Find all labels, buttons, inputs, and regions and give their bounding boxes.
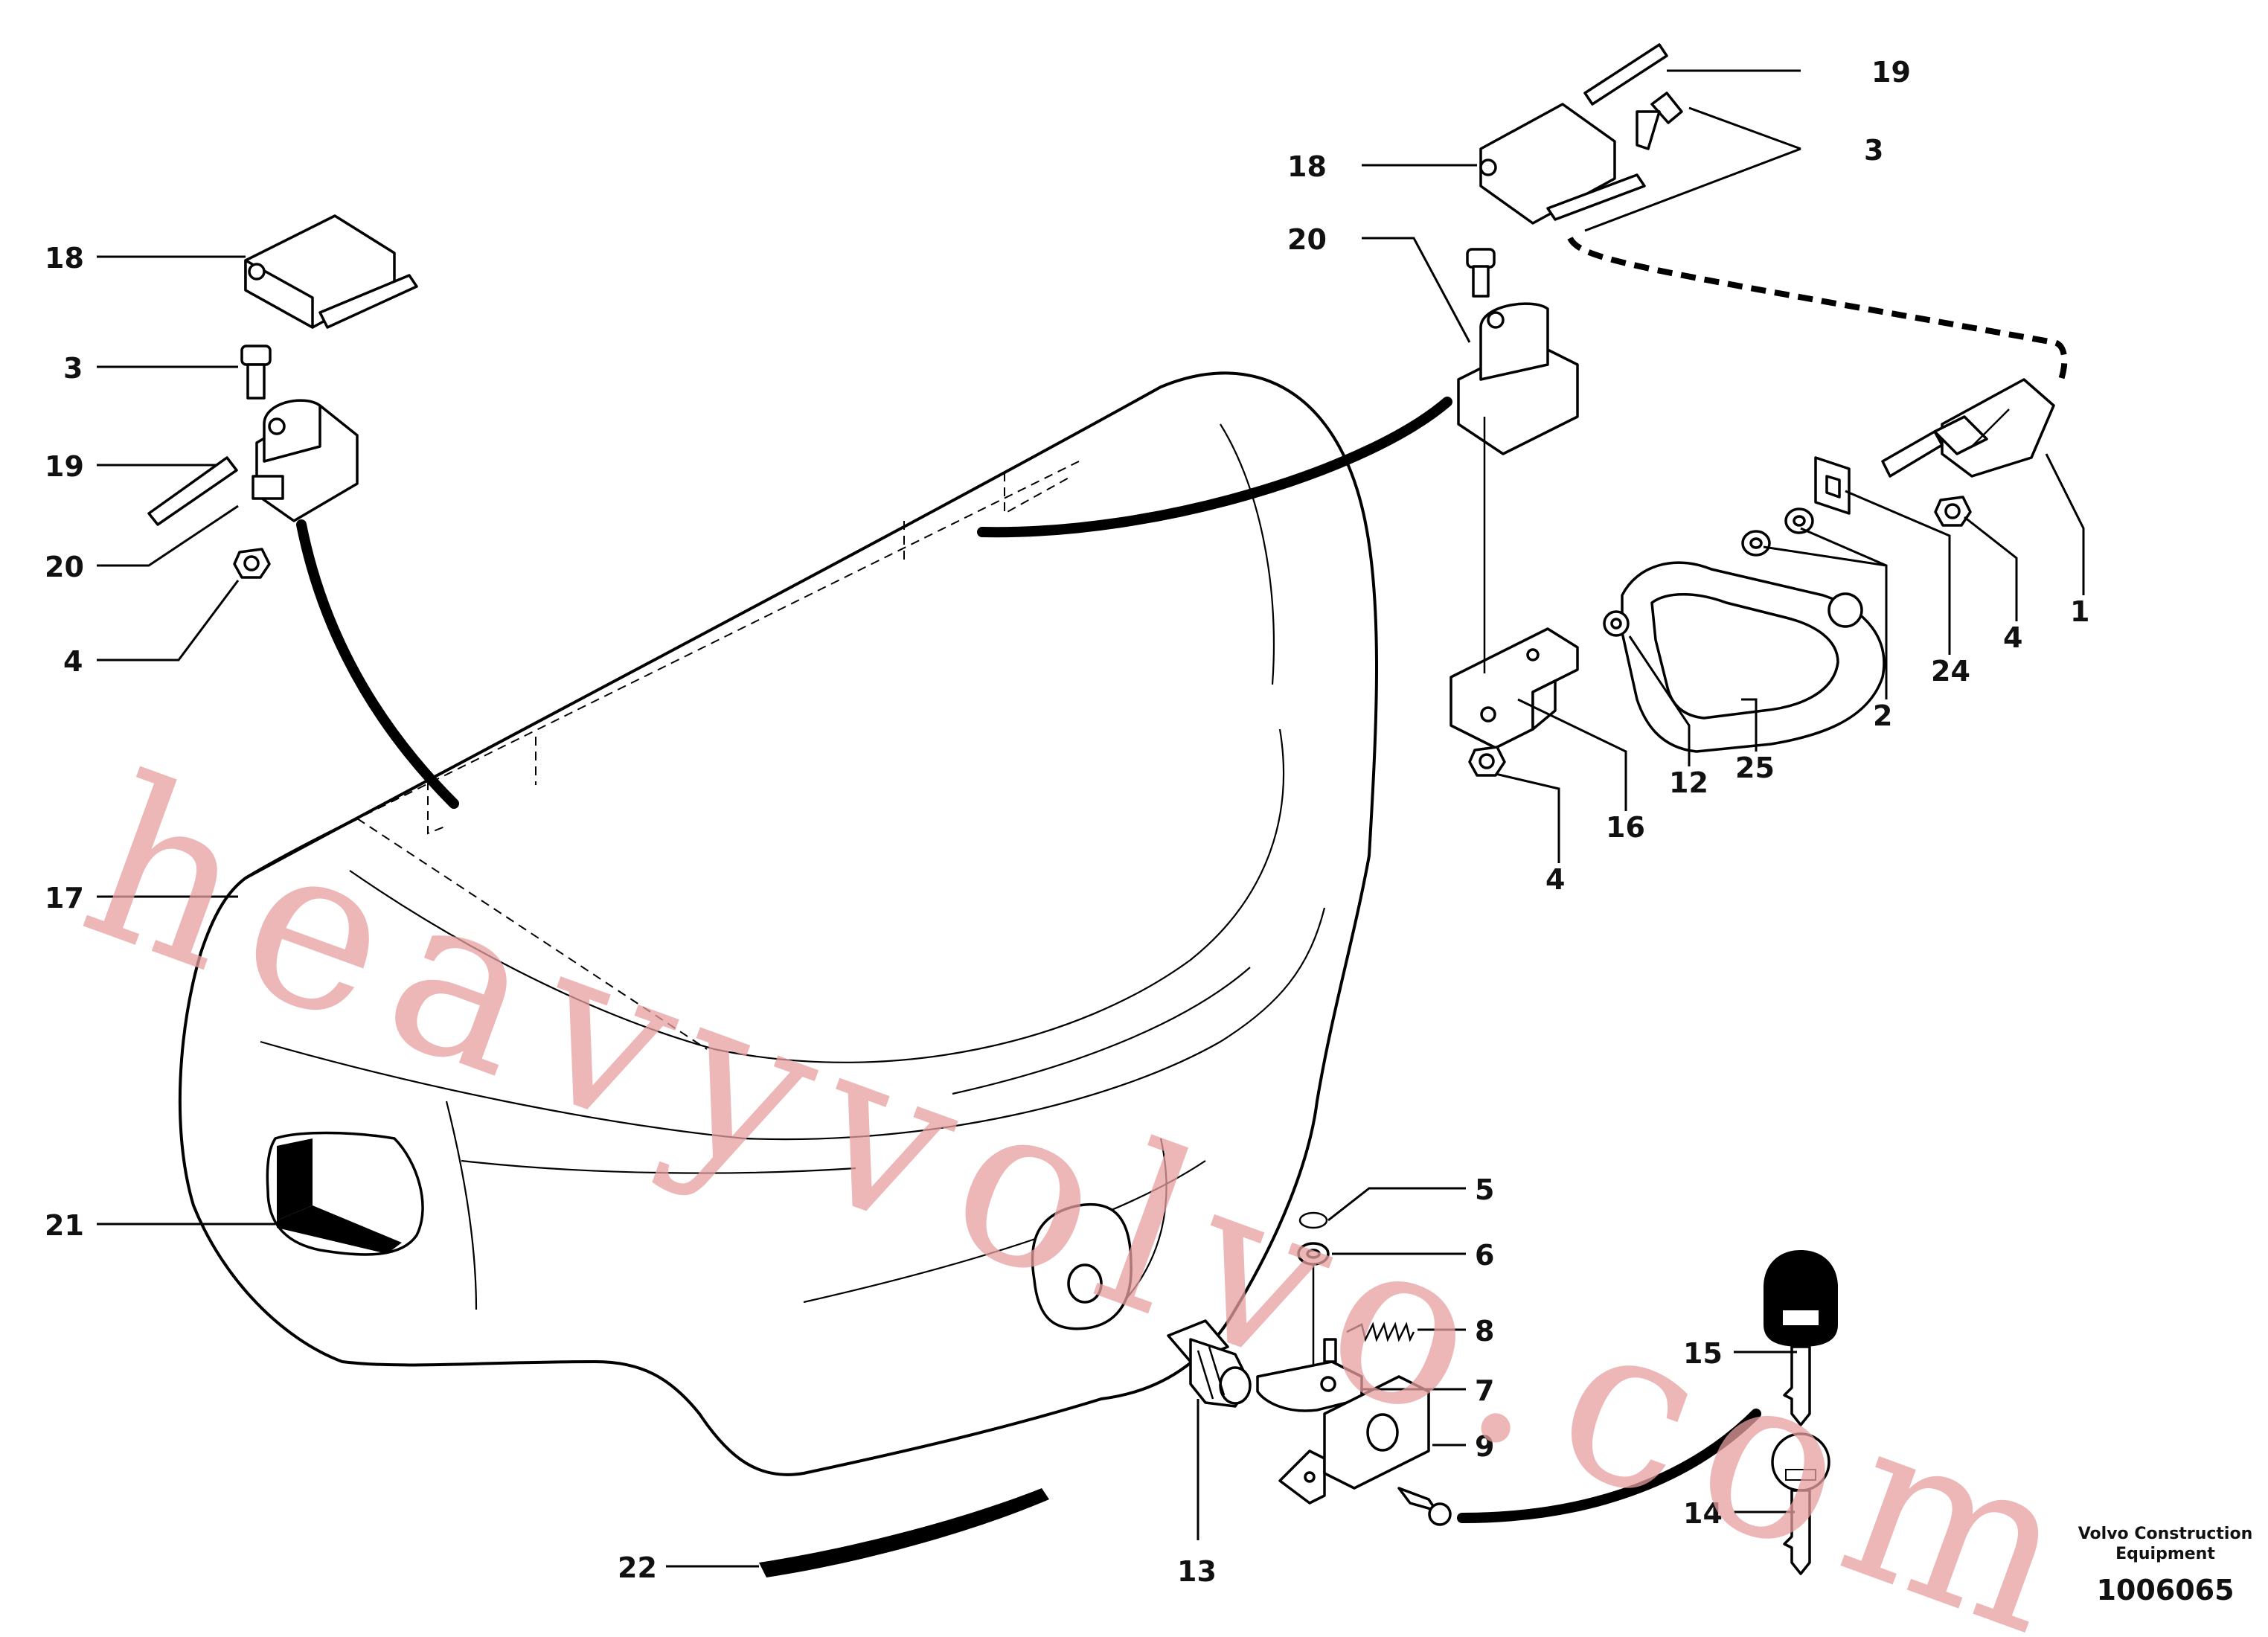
label-14: 14	[1683, 1497, 1723, 1530]
latch-nut-4	[1934, 496, 1972, 527]
label-19-right: 19	[1871, 56, 1911, 89]
spring-8	[1346, 1322, 1415, 1342]
right-bolt-3	[1636, 92, 1683, 150]
small-key	[1397, 1487, 1452, 1526]
label-21: 21	[45, 1209, 84, 1242]
label-7: 7	[1475, 1374, 1494, 1407]
right-hinge-lower-20	[1457, 302, 1579, 455]
label-12: 12	[1669, 766, 1708, 799]
key-14	[1771, 1432, 1830, 1575]
leader-lines	[97, 69, 2085, 1568]
label-9: 9	[1475, 1430, 1494, 1463]
label-24: 24	[1931, 655, 1970, 688]
bracket-16	[1449, 627, 1579, 749]
label-3-right: 3	[1864, 134, 1883, 167]
label-5: 5	[1475, 1173, 1494, 1206]
handle-25	[1621, 561, 1886, 753]
bracket-nut-4	[1468, 746, 1506, 777]
lock-cylinder-13	[1167, 1319, 1252, 1408]
washers-2	[1741, 507, 1814, 557]
label-20-right: 20	[1287, 223, 1327, 256]
label-8: 8	[1475, 1315, 1494, 1348]
right-hinge-assembly-curve	[977, 397, 1452, 538]
label-17: 17	[45, 882, 84, 914]
part-labels: 18 3 19 20 4 17 21 22 13 19 3 18 20 1 4 …	[45, 56, 2089, 1588]
washer-12	[1603, 610, 1630, 637]
lock-bracket-9	[1278, 1375, 1430, 1505]
label-3-left: 3	[63, 352, 83, 385]
label-16: 16	[1606, 811, 1645, 844]
label-2: 2	[1873, 699, 1892, 732]
left-pin-19	[147, 456, 238, 526]
right-bolt-3b	[1466, 248, 1496, 298]
label-25: 25	[1735, 752, 1775, 784]
key-15	[1764, 1250, 1838, 1426]
left-nut-4	[233, 548, 271, 579]
right-hinge-upper-18	[1479, 103, 1646, 225]
latch-route-dash	[1567, 237, 2068, 381]
label-6: 6	[1475, 1239, 1494, 1272]
label-4-latch: 4	[2003, 621, 2022, 654]
right-pin-19	[1583, 43, 1668, 106]
left-bolt-3	[240, 345, 272, 400]
label-4-bracket: 4	[1545, 863, 1565, 896]
seal-strip-22	[759, 1488, 1049, 1577]
key-assembly-curve	[1457, 1409, 1761, 1523]
drawing-number: 1006065	[2096, 1574, 2234, 1606]
label-15: 15	[1683, 1337, 1723, 1370]
latch-1	[1881, 378, 2055, 478]
label-4-left: 4	[63, 645, 83, 678]
left-hinge-upper-18	[244, 214, 418, 329]
left-hinge-lower-20	[252, 399, 359, 522]
brand-line-2: Equipment	[2115, 1545, 2215, 1563]
label-1: 1	[2070, 595, 2089, 628]
washer-6	[1297, 1242, 1330, 1266]
label-20-left: 20	[45, 551, 84, 583]
ring-5	[1298, 1211, 1328, 1229]
label-19-left: 19	[45, 450, 84, 483]
label-13: 13	[1177, 1555, 1217, 1588]
clip-24	[1814, 456, 1851, 515]
drawing-footer: Volvo Construction Equipment 1006065	[2078, 1525, 2253, 1606]
label-22: 22	[618, 1551, 657, 1584]
label-18-left: 18	[45, 242, 84, 275]
left-hinge-assembly-curve	[296, 519, 459, 809]
brand-line-1: Volvo Construction	[2078, 1525, 2253, 1543]
engine-hood	[178, 371, 1378, 1476]
label-18-right: 18	[1287, 150, 1327, 183]
